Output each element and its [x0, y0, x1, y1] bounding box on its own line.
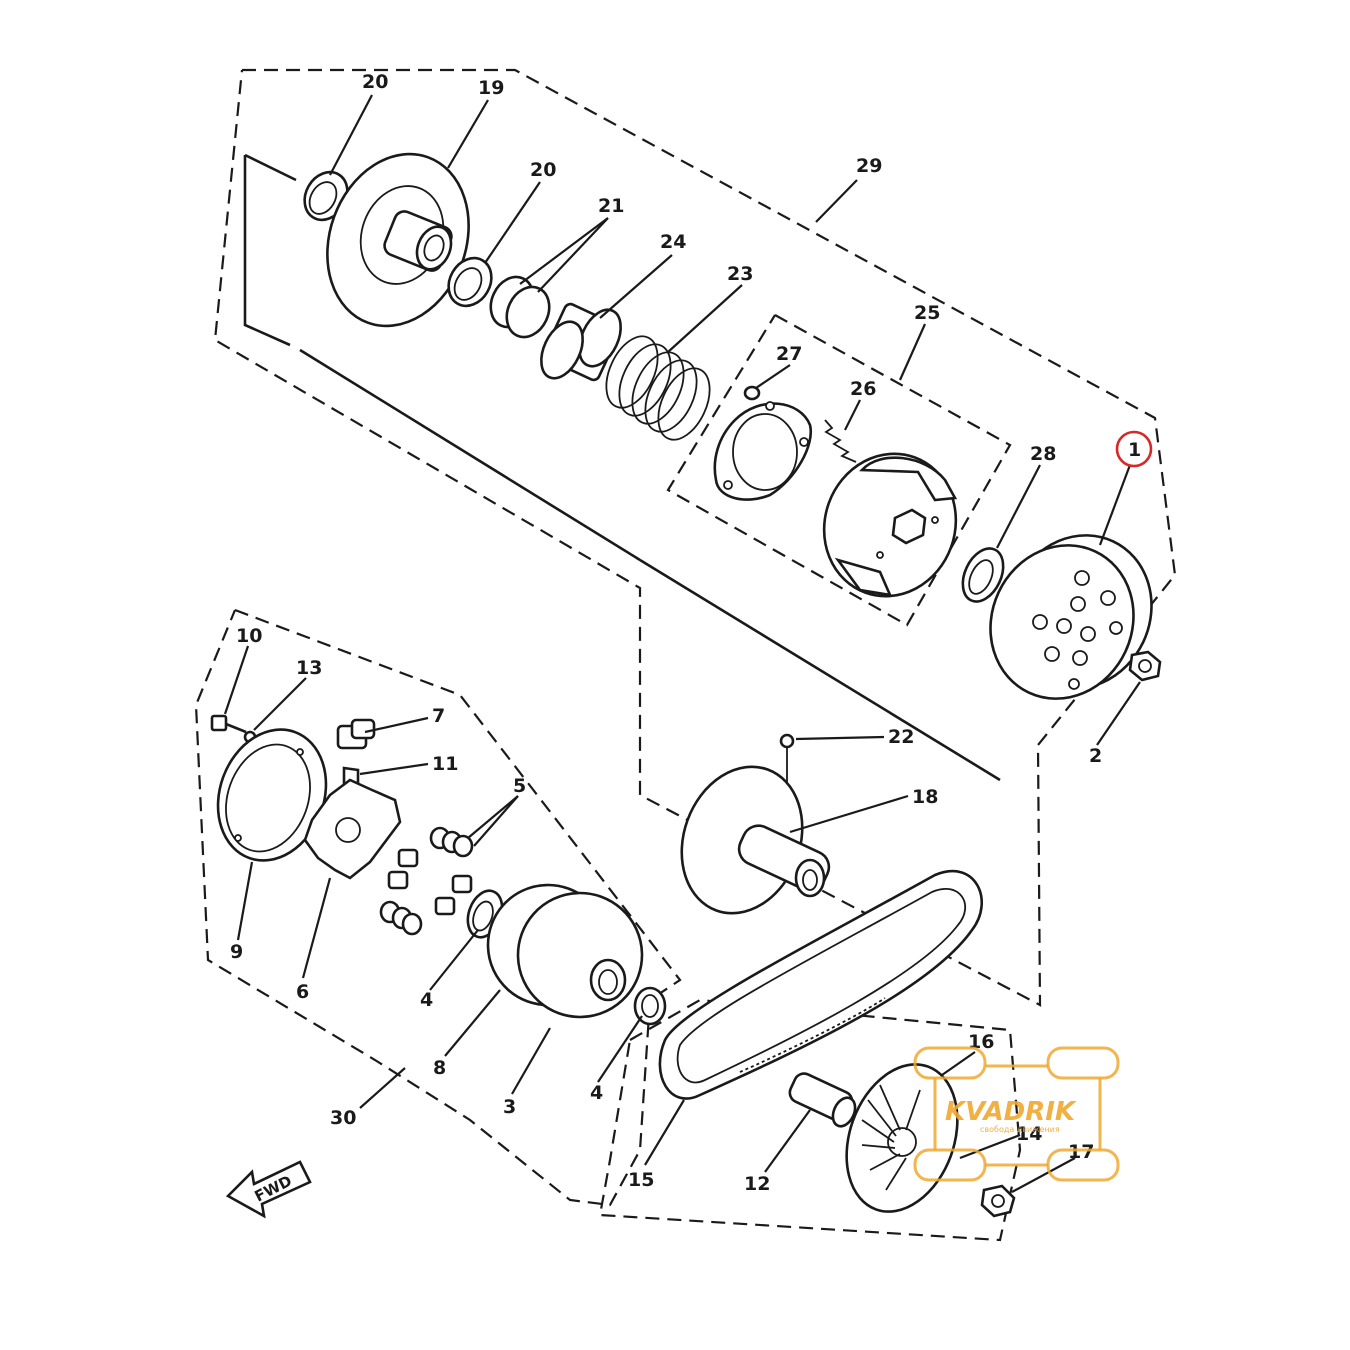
- kvadrik-watermark-logo: KVADRIK свобода движения: [913, 1046, 1120, 1182]
- part-5-rollers: [379, 826, 474, 936]
- callout-7: 7: [432, 705, 445, 727]
- callout-5: 5: [513, 775, 526, 797]
- callout-26: 26: [850, 378, 876, 400]
- group-29-outline: [213, 68, 1177, 1007]
- callout-17: 17: [1068, 1141, 1094, 1163]
- part-17-nut: [980, 1184, 1016, 1218]
- part-1-highlight-circle: [1115, 430, 1153, 468]
- part-23-spring: [605, 335, 711, 441]
- callout-4: 4: [420, 989, 433, 1011]
- part-12-tube: [788, 1072, 857, 1128]
- callout-30: 30: [330, 1107, 356, 1129]
- part-1-clutch-housing: [989, 534, 1153, 700]
- callout-25: 25: [914, 302, 940, 324]
- part-25-plate: [713, 401, 813, 501]
- tire-icon: [913, 1046, 1120, 1182]
- callout-27: 27: [776, 343, 802, 365]
- part-19-sheave: [326, 152, 470, 328]
- part-10-bolt: [210, 714, 247, 734]
- group-30-outline: [194, 608, 682, 1207]
- leader-lines: [223, 94, 1141, 1193]
- callout-6: 6: [296, 981, 309, 1003]
- part-20-collar-lower: [447, 256, 493, 308]
- group-25-outline: [666, 314, 1012, 627]
- part-6-ramp-plate: [303, 778, 402, 880]
- callout-8: 8: [433, 1057, 446, 1079]
- callout-9: 9: [230, 941, 243, 963]
- part-18-secondary-sheave: [680, 765, 831, 915]
- callout-2: 2: [1089, 745, 1102, 767]
- part-24-sleeve: [540, 302, 622, 382]
- callout-labels: 20 19 20 21 24 23 29 25 27 26 28 1 2 10 …: [230, 71, 1141, 1195]
- callout-21: 21: [598, 195, 624, 217]
- callout-3: 3: [503, 1096, 516, 1118]
- callout-15: 15: [628, 1169, 654, 1191]
- callout-12: 12: [744, 1173, 770, 1195]
- part-7-slider: [336, 718, 376, 750]
- shaft-outline: [243, 153, 1001, 782]
- watermark-brand: KVADRIK: [945, 1097, 1077, 1127]
- callout-28: 28: [1030, 443, 1056, 465]
- watermark-tagline: свобода движения: [980, 1125, 1060, 1134]
- part-2-nut: [1128, 650, 1162, 682]
- callout-16: 16: [968, 1031, 994, 1053]
- callout-29: 29: [856, 155, 882, 177]
- callout-10: 10: [236, 625, 262, 647]
- part-16-fan-sheave: [845, 1063, 959, 1213]
- part-15-belt: [658, 869, 983, 1100]
- part-4-collar-right: [633, 986, 667, 1026]
- callout-20: 20: [362, 71, 388, 93]
- part-28-collar: [961, 547, 1005, 603]
- part-21-o-rings: [489, 275, 551, 339]
- callout-1: 1: [1128, 439, 1141, 461]
- fwd-direction-badge: FWD: [225, 1160, 312, 1219]
- callout-24: 24: [660, 231, 686, 253]
- callout-20: 20: [530, 159, 556, 181]
- part-27-clip: [743, 385, 761, 401]
- part-26-spring: [824, 419, 857, 463]
- part-25-clutch-shoes: [822, 452, 958, 598]
- callout-23: 23: [727, 263, 753, 285]
- callout-18: 18: [912, 786, 938, 808]
- callout-13: 13: [296, 657, 322, 679]
- callout-19: 19: [478, 77, 504, 99]
- callout-14: 14: [1016, 1123, 1042, 1145]
- part-3-primary-sheave: [516, 891, 644, 1019]
- callout-4: 4: [590, 1082, 603, 1104]
- callout-22: 22: [888, 726, 914, 748]
- callout-11: 11: [432, 753, 458, 775]
